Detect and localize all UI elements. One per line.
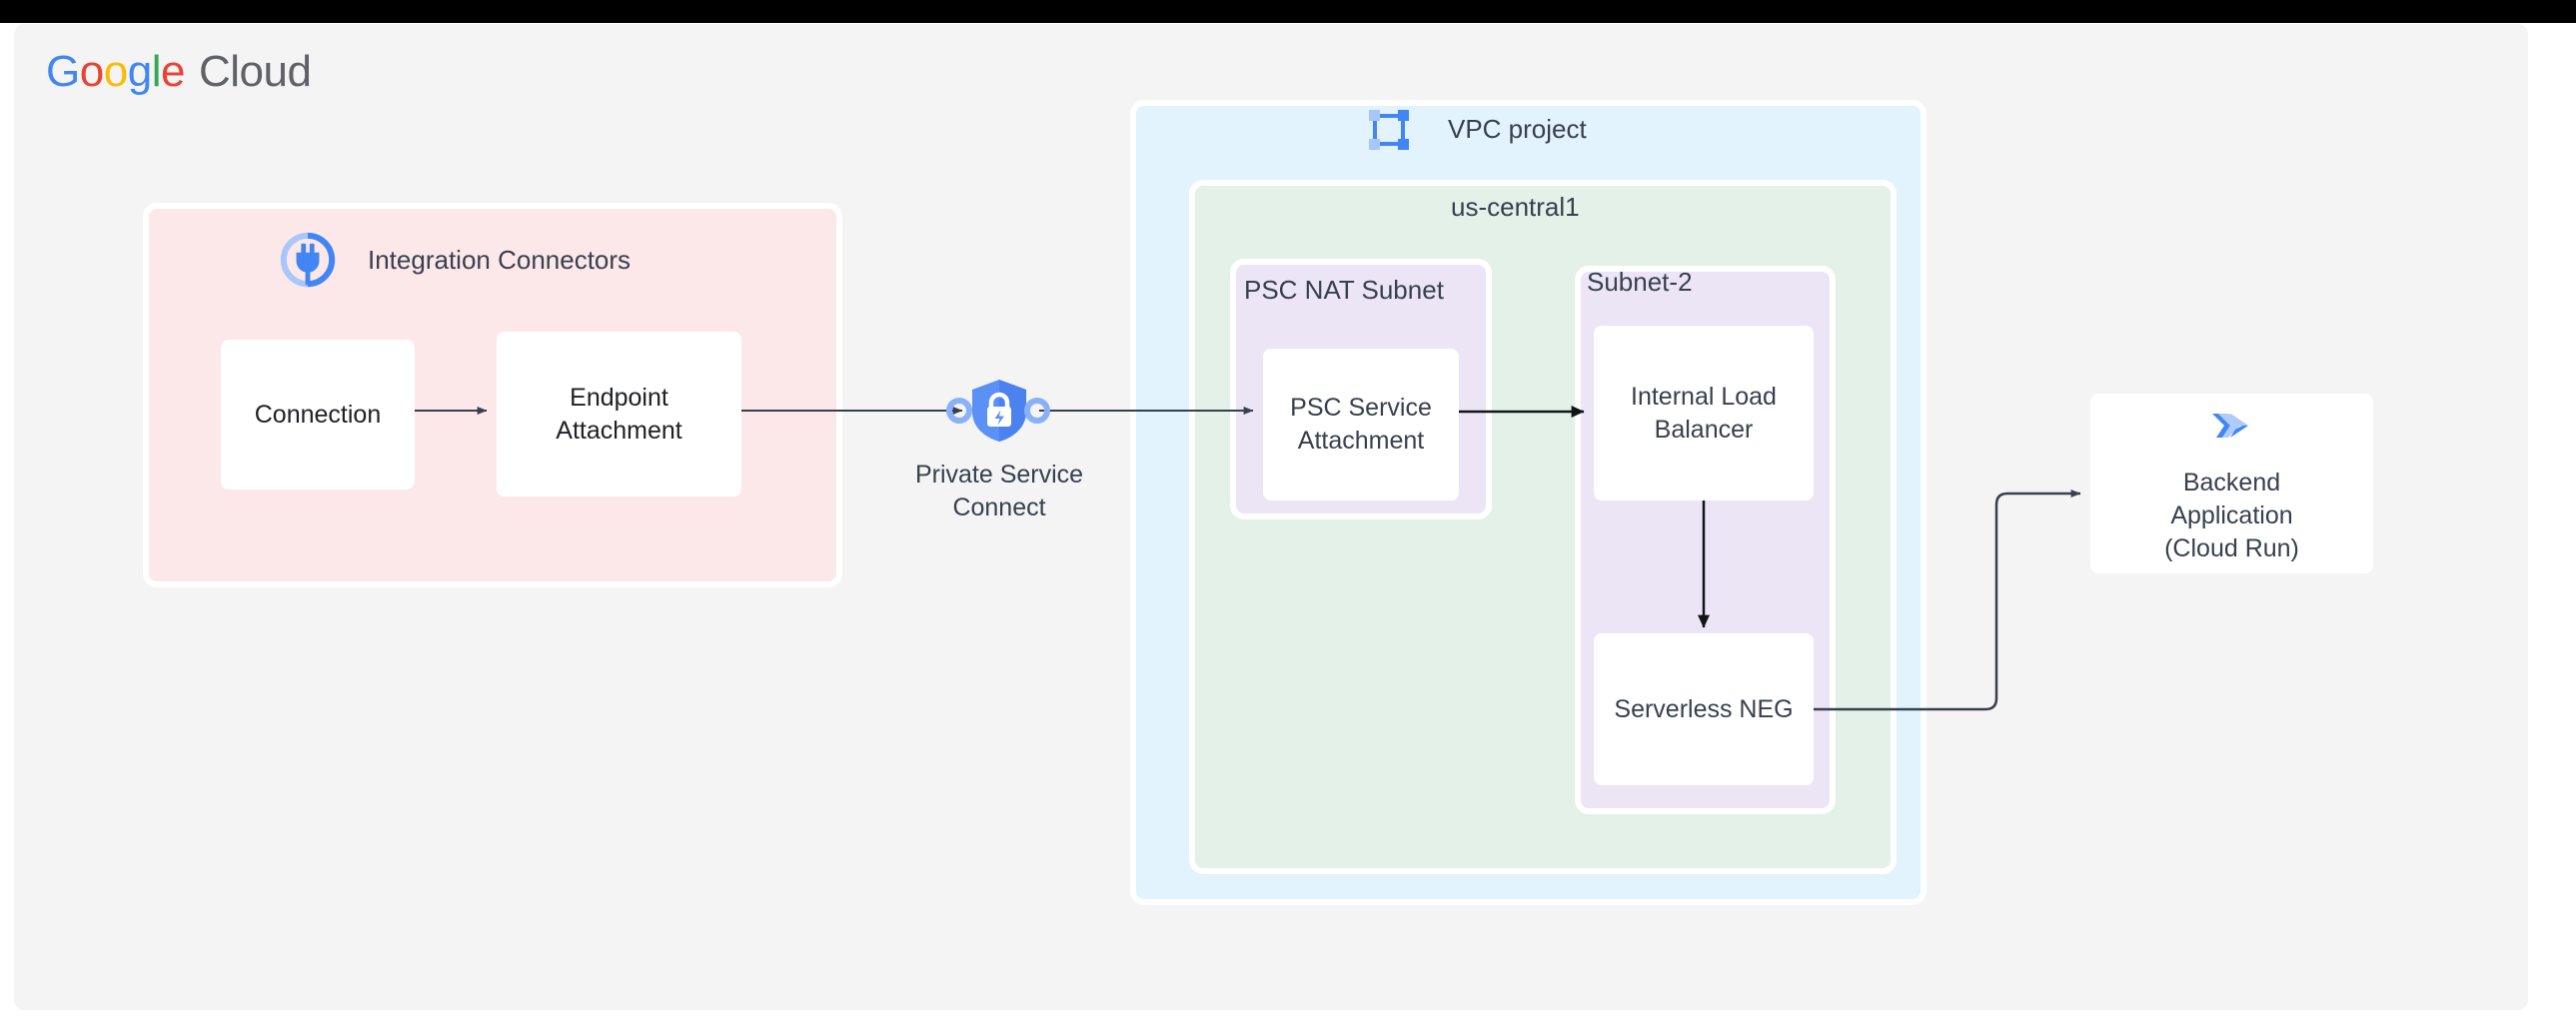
group-label-psc-nat-subnet: PSC NAT Subnet [1244, 275, 1444, 305]
node-label-serverless-neg: Serverless NEG [1614, 694, 1794, 723]
psc-left-connector-dot [946, 398, 972, 424]
logo-letter-o2: o [103, 47, 128, 96]
node-private-service-connect[interactable]: Private Service Connect [879, 378, 1119, 524]
node-label-backend-application: Backend Application (Cloud Run) [2164, 467, 2299, 565]
group-label-us-central1: us-central1 [1451, 192, 1580, 222]
node-label-internal-load-balancer-line1: Internal Load [1631, 382, 1777, 411]
vpc-project-icon [1365, 106, 1413, 159]
node-label-backend-application-line2: Application [2170, 502, 2293, 529]
node-psc-service-attachment[interactable]: PSC Service Attachment [1263, 349, 1459, 501]
group-label-subnet-2: Subnet-2 [1587, 267, 1693, 297]
node-endpoint-attachment[interactable]: Endpoint Attachment [497, 332, 741, 497]
node-serverless-neg[interactable]: Serverless NEG [1594, 633, 1814, 785]
node-label-backend-application-line1: Backend [2182, 469, 2281, 497]
google-wordmark: Google [46, 50, 185, 94]
logo-letter-o1: o [79, 47, 104, 96]
node-label-psc-service-attachment-line2: Attachment [1297, 427, 1425, 455]
node-internal-load-balancer[interactable]: Internal Load Balancer [1594, 326, 1814, 501]
node-label-connection: Connection [254, 400, 382, 429]
private-service-connect-shield-icon [968, 378, 1030, 449]
node-connection[interactable]: Connection [221, 340, 415, 490]
node-backend-application[interactable]: Backend Application (Cloud Run) [2090, 394, 2373, 573]
group-label-integration-connectors: Integration Connectors [368, 245, 632, 275]
logo-letter-l: l [151, 47, 162, 96]
group-label-vpc-project: VPC project [1448, 114, 1587, 144]
logo-letter-g1: G [46, 47, 80, 96]
logo-letter-g2: g [127, 47, 152, 96]
integration-connectors-icon [279, 231, 337, 294]
logo-letter-e: e [160, 47, 185, 96]
node-label-psc-service-attachment-line1: PSC Service [1290, 394, 1432, 422]
node-label-private-service-connect: Private Service Connect [914, 461, 1084, 521]
cloud-run-icon [2208, 402, 2256, 459]
node-label-internal-load-balancer-line2: Balancer [1654, 415, 1754, 444]
cloud-wordmark: Cloud [198, 47, 312, 96]
node-label-endpoint-attachment-line2: Attachment [556, 416, 682, 445]
google-cloud-logo: Google Cloud [46, 45, 312, 99]
node-label-endpoint-attachment-line1: Endpoint [570, 383, 668, 412]
top-black-bar [0, 0, 2576, 23]
psc-right-connector-dot [1024, 398, 1050, 424]
node-label-backend-application-line3: (Cloud Run) [2164, 534, 2299, 562]
